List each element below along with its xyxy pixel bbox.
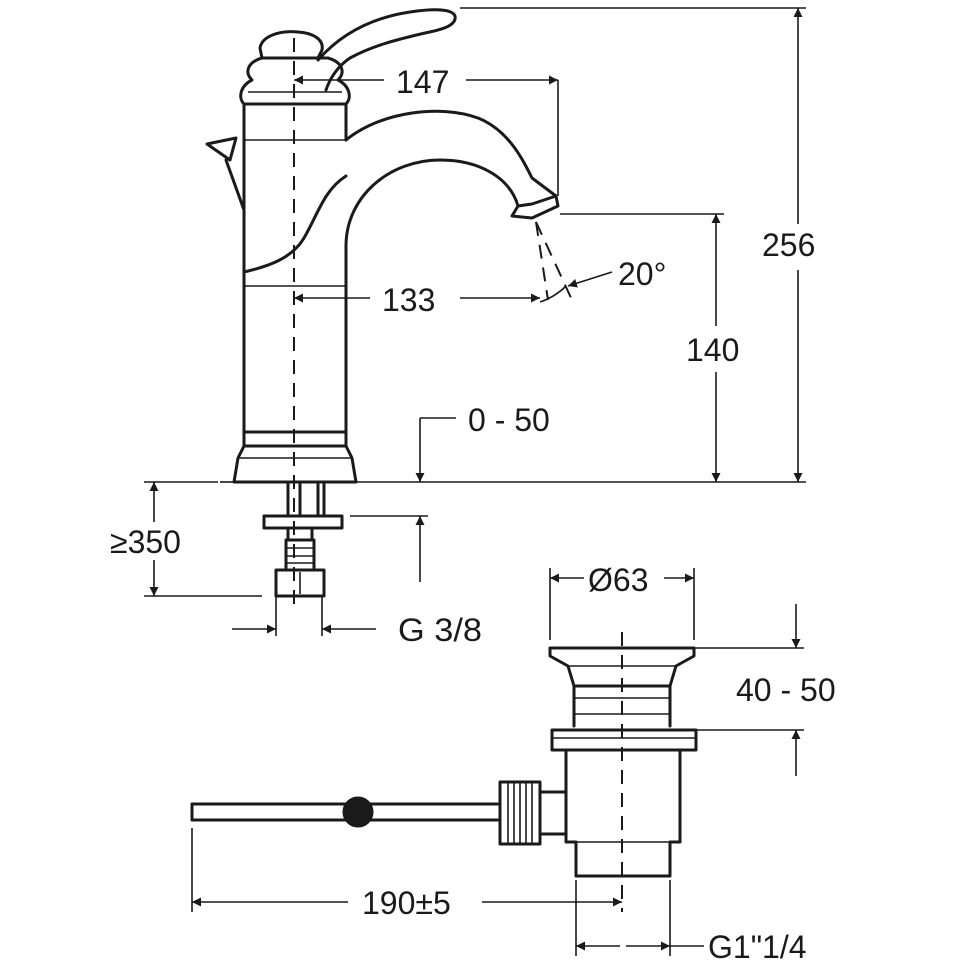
popup-rod xyxy=(190,802,502,822)
drain-side-pipe xyxy=(538,790,568,836)
dim-drain-diameter: Ø63 xyxy=(588,562,648,598)
dim-hose-length: ≥350 xyxy=(110,524,181,560)
lever-handle xyxy=(316,8,457,92)
drain-drawing xyxy=(190,632,698,912)
dim-angle: 20° xyxy=(618,256,666,292)
drain-body xyxy=(564,748,682,878)
body-seam xyxy=(242,174,348,274)
dim-inlet-thread: G 3/8 xyxy=(398,612,482,648)
dim-deck-thickness: 0 - 50 xyxy=(468,402,550,438)
faucet-dimensions: 147 256 20° 133 140 0 - 50 ≥350 xyxy=(110,7,815,648)
body-lower xyxy=(242,276,348,434)
inlet-nut xyxy=(274,568,326,598)
dim-spout-reach: 147 xyxy=(396,64,449,100)
drain-locknut xyxy=(550,728,698,752)
stream-line xyxy=(535,221,549,301)
stream-line-tilted xyxy=(535,221,573,301)
dim-spout-height: 140 xyxy=(686,332,739,368)
dim-drain-thread: G1"1/4 xyxy=(708,929,807,965)
mounting-plate xyxy=(262,514,344,530)
aerator xyxy=(510,194,560,220)
cap-top xyxy=(258,30,324,60)
spout-inner xyxy=(344,158,520,284)
dim-rod-length: 190±5 xyxy=(362,885,451,921)
dim-total-height: 256 xyxy=(762,227,815,263)
spout-outer xyxy=(344,109,558,198)
dim-drain-height: 40 - 50 xyxy=(736,672,836,708)
body-upper xyxy=(242,102,348,280)
popup-lever xyxy=(205,136,246,212)
drain-dimensions: Ø63 40 - 50 190±5 G1"1/4 xyxy=(191,562,836,965)
drain-neck xyxy=(572,684,672,728)
rod-ball xyxy=(342,796,374,828)
dim-spout-center: 133 xyxy=(382,282,435,318)
